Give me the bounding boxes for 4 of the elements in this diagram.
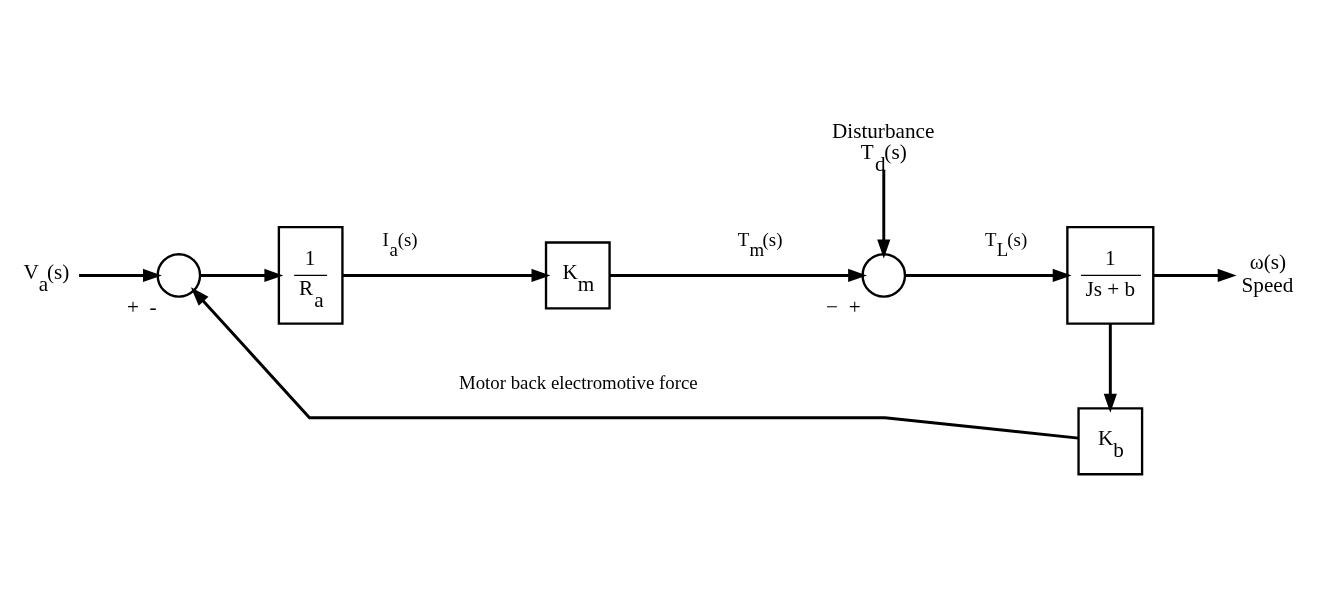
node-label: − + — [826, 294, 861, 319]
node-text: ω(s) Speed — [1241, 249, 1294, 298]
node-label: + - — [127, 294, 157, 319]
edge-label: Motor back electromotive force — [458, 372, 698, 394]
